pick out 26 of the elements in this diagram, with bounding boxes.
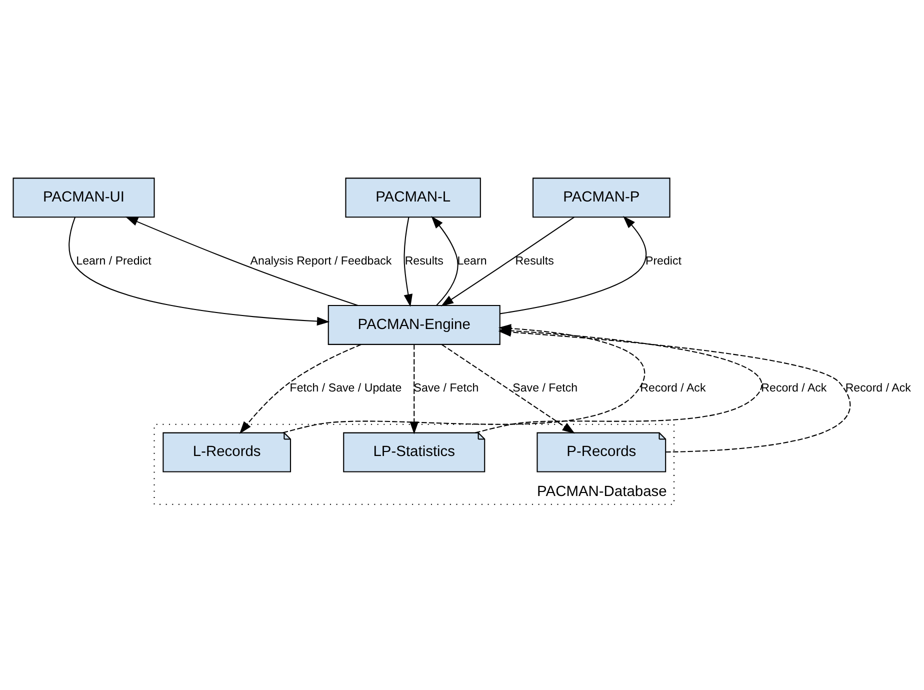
- edge-label: Predict: [645, 254, 682, 267]
- edge-label: Learn: [457, 254, 487, 267]
- node-box: PACMAN-UI: [12, 177, 155, 218]
- node-box: PACMAN-P: [532, 177, 670, 218]
- edge-label: Analysis Report / Feedback: [250, 254, 392, 267]
- arrow: [239, 344, 362, 434]
- edge-label: Learn / Predict: [76, 254, 152, 267]
- arrow: [125, 216, 358, 306]
- arrow: [404, 216, 413, 306]
- node-box: PACMAN-L: [345, 177, 481, 218]
- edge-label: Fetch / Save / Update: [290, 382, 402, 394]
- node-box: PACMAN-Engine: [328, 304, 500, 344]
- edge-label: Save / Fetch: [512, 382, 578, 394]
- edge-label: Record / Ack: [761, 382, 827, 394]
- arrow: [431, 215, 458, 306]
- arrow: [410, 344, 419, 434]
- edge-label: Record / Ack: [640, 382, 706, 394]
- arrow: [68, 216, 330, 326]
- edge-label: Save / Fetch: [414, 382, 479, 394]
- edge-label: Record / Ack: [845, 382, 911, 394]
- edge-label: Results: [515, 254, 554, 267]
- arrow: [500, 216, 647, 314]
- arrow: [498, 327, 850, 452]
- arrow: [441, 344, 575, 434]
- arrow: [440, 216, 574, 306]
- edge-label: Results: [404, 254, 444, 267]
